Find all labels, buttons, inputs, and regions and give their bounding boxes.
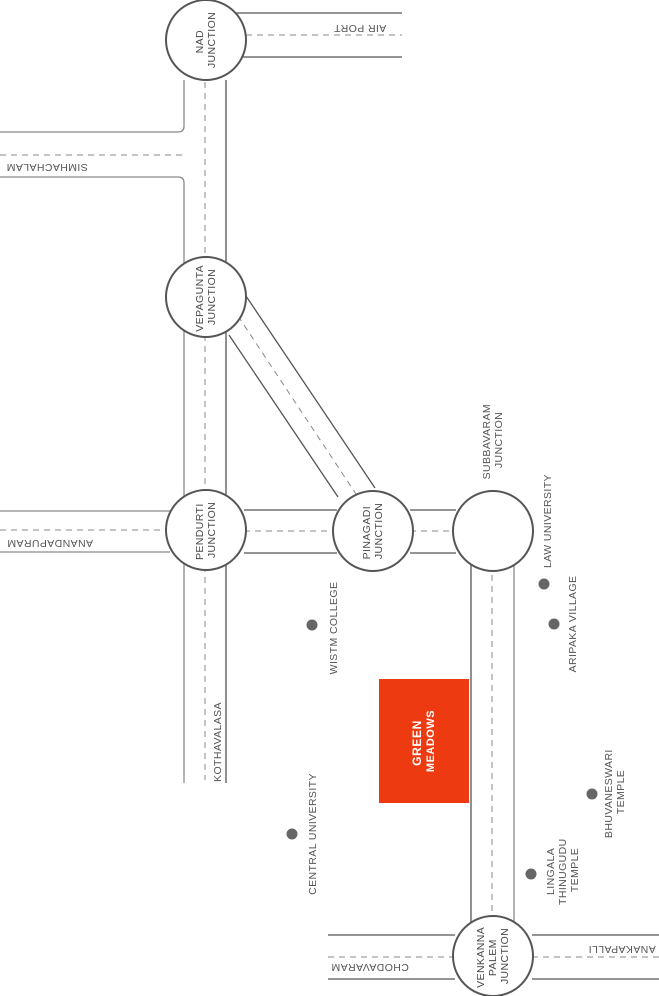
simhachalam-road-label: SIMHACHALAM (6, 161, 87, 173)
aripaka-village-label: ARIPAKA VILLAGE (567, 576, 579, 673)
airport-road (235, 12, 402, 58)
bhuvaneswari-temple-poi: BHUVANESWARI TEMPLE (586, 746, 627, 838)
lingala-temple-marker (525, 868, 537, 880)
svg-text:PINAGADI JUNCTION: PINAGADI JUNCTION (361, 503, 385, 560)
bhuvaneswari-temple-marker (586, 788, 598, 800)
law-university-marker (538, 578, 550, 590)
venkanna-junction-label-2: PALEM (487, 939, 499, 976)
subbavaram-junction: SUBBAVARAM JUNCTION (452, 401, 534, 572)
anakapalli-road-label: ANAKAPALLI (588, 943, 655, 955)
venkanna-junction-label-3: JUNCTION (499, 928, 511, 984)
vepagunta-junction: VEPAGUNTA JUNCTION (165, 256, 247, 338)
nad-junction-label-2: JUNCTION (206, 12, 218, 68)
kothavalasa-road-label: KOTHAVALASA (212, 702, 224, 782)
green-meadows-label-1: GREEN (410, 720, 424, 766)
subbavaram-venkanna-road (470, 565, 515, 932)
wistm-college-poi: WISTM COLLEGE (306, 582, 340, 675)
central-university-marker (286, 828, 298, 840)
pinagadi-junction-label-2: JUNCTION (373, 503, 385, 559)
svg-text:VENKANNA PALEM JUN: VENKANNA PALEM JUNCTION (475, 924, 511, 988)
lingala-label-2: THINUGUDU (557, 838, 569, 905)
nad-junction-label-1: NAD (194, 30, 206, 53)
nad-junction: NAD JUNCTION (165, 0, 247, 81)
svg-text:NAD JUNCTION: NAD JUNCTION (194, 12, 218, 68)
pinagadi-junction-label-1: PINAGADI (361, 506, 373, 559)
bhuvaneswari-label-2: TEMPLE (615, 770, 627, 814)
chodavaram-road (328, 934, 455, 980)
green-meadows-label-2: MEADOWS (425, 710, 437, 772)
vepagunta-junction-label-2: JUNCTION (206, 269, 218, 325)
vepagunta-junction-label-1: VEPAGUNTA (194, 265, 206, 331)
airport-road-label: AIR PORT (334, 22, 387, 34)
venkanna-junction-label-1: VENKANNA (475, 927, 487, 988)
aripaka-village-poi: ARIPAKA VILLAGE (548, 576, 579, 673)
lingala-label-3: TEMPLE (569, 848, 581, 892)
pinagadi-subbavaram-road (410, 509, 456, 554)
main-vertical-road (0, 60, 227, 783)
svg-text:VEPAGUNTA JUNCTION: VEPAGUNTA JUNCTION (194, 262, 218, 332)
wistm-college-marker (306, 619, 318, 631)
subbavaram-junction-label-2: JUNCTION (493, 412, 505, 468)
svg-text:GREEN MEADOWS: GREEN MEADOWS (408, 710, 437, 772)
svg-text:PENDURTI JUNCTION: PENDURTI JUNCTION (194, 500, 218, 560)
wistm-college-label: WISTM COLLEGE (328, 582, 340, 675)
pendurti-junction: PENDURTI JUNCTION (165, 489, 247, 571)
green-meadows-box[interactable] (379, 679, 469, 803)
lingala-label-1: LINGALA (545, 848, 557, 895)
anakapalli-road (532, 934, 659, 980)
chodavaram-road-label: CHODAVARAM (331, 961, 409, 973)
law-university-poi: LAW UNIVERSITY (538, 474, 554, 590)
lingala-temple-poi: LINGALA THINUGUDU TEMPLE (525, 835, 581, 905)
subbavaram-junction-label-1: SUBBAVARAM (481, 404, 493, 479)
svg-text:BHUVANESWARI TEMPLE: BHUVANESWARI TEMPLE (603, 746, 627, 838)
aripaka-village-marker (548, 618, 560, 630)
svg-text:LINGALA THINUGUDU: LINGALA THINUGUDU TEMPLE (545, 835, 581, 905)
svg-text:SUBBAVARAM JUNCTION: SUBBAVARAM JUNCTION (481, 401, 505, 480)
central-university-label: CENTRAL UNIVERSITY (307, 773, 319, 895)
law-university-label: LAW UNIVERSITY (542, 474, 554, 568)
pendurti-junction-label-2: JUNCTION (206, 502, 218, 558)
anandapuram-road-label: ANANDAPURAM (7, 537, 93, 549)
central-university-poi: CENTRAL UNIVERSITY (286, 773, 319, 895)
pendurti-pinagadi-road (244, 509, 337, 554)
venkanna-palem-junction: VENKANNA PALEM JUNCTION (452, 915, 534, 996)
pinagadi-junction: PINAGADI JUNCTION (332, 490, 414, 572)
green-meadows-project[interactable]: GREEN MEADOWS (379, 679, 469, 803)
pendurti-junction-label-1: PENDURTI (194, 503, 206, 560)
vepagunta-pinagadi-road (228, 295, 376, 498)
bhuvaneswari-label-1: BHUVANESWARI (603, 749, 615, 838)
anandapuram-road (0, 510, 170, 553)
